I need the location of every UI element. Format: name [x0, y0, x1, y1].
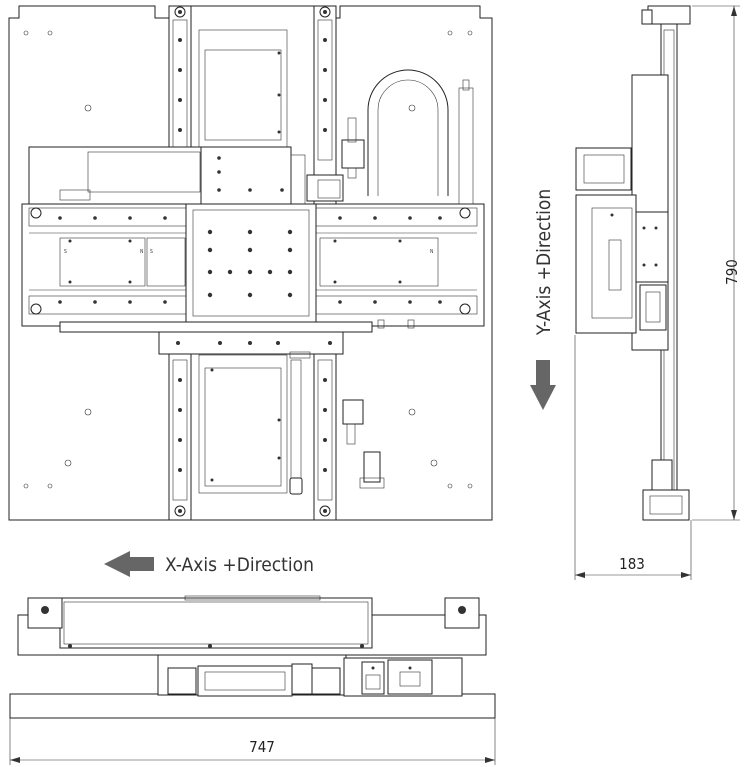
- x-axis-direction-label: X-Axis +Direction: [165, 554, 314, 576]
- motor-block-upper-left: [28, 146, 202, 206]
- width-dimension-label: 747: [249, 738, 275, 756]
- x-arrow-left-icon: [104, 551, 154, 577]
- height-dimension-label: 790: [723, 259, 741, 285]
- side-view: 790 183: [574, 5, 741, 580]
- sensor-upper: [341, 139, 365, 169]
- svg-text:S: S: [64, 249, 67, 255]
- svg-text:N: N: [140, 249, 143, 255]
- cable-arc: [367, 69, 449, 196]
- central-carriage: [158, 146, 344, 495]
- front-base-plate: [9, 693, 496, 719]
- y-carriage-lower-plate: [198, 354, 288, 494]
- base-plate: [8, 5, 493, 521]
- limit-switch: [363, 451, 381, 483]
- x-beam-lower-bar: [59, 321, 373, 333]
- y-axis-direction-label: Y-Axis +Direction: [533, 189, 555, 336]
- upper-right-rail: [458, 87, 474, 205]
- y-arrow-down-icon: [530, 360, 556, 410]
- svg-text:N: N: [430, 249, 433, 255]
- sensor-lower: [342, 399, 364, 425]
- y-carriage-upper-plate: [198, 29, 288, 151]
- svg-text:S: S: [150, 249, 153, 255]
- front-beam: [59, 597, 373, 649]
- front-view: 747: [9, 595, 496, 765]
- mounting-holes: [23, 30, 473, 489]
- side-top-cap: [647, 5, 691, 25]
- depth-dimension-label: 183: [619, 555, 645, 573]
- side-bottom-cap: [642, 489, 690, 521]
- connector-block-upper: [306, 174, 344, 202]
- side-motor-lower: [575, 194, 637, 334]
- top-view: S N S N: [8, 5, 493, 521]
